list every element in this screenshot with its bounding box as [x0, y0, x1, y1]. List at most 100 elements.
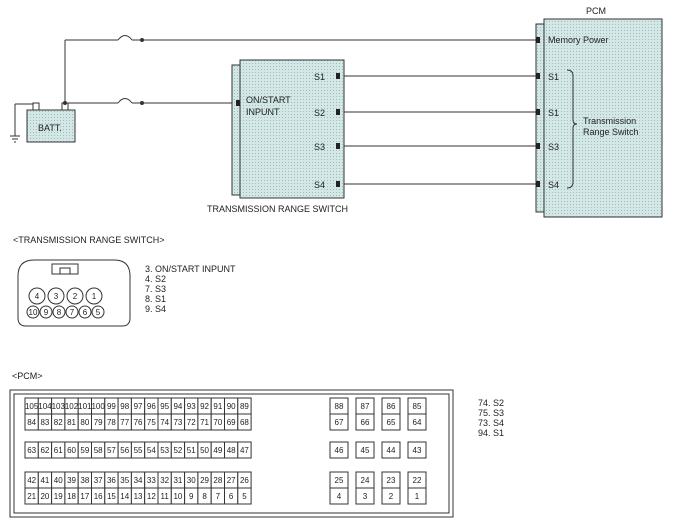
switch-pin-s4: S4 [314, 180, 325, 190]
pcm-pin-label: 91 [213, 402, 222, 411]
pcm-group-label-2: Range Switch [583, 127, 639, 137]
pcm-pin-label: 47 [240, 446, 249, 455]
pcm-pin-label: 38 [80, 476, 89, 485]
trs-pin-circle [28, 287, 46, 305]
pcm-pin-label: 68 [240, 418, 249, 427]
pcm-pin-label: 102 [65, 402, 79, 411]
trs-pin-label: 10 [29, 308, 38, 317]
pcm-pin-label: 10 [173, 492, 182, 501]
trs-pin-label: 7 [70, 308, 75, 317]
pcm-pin-label: 70 [213, 418, 222, 427]
pcm-pin-label: 41 [40, 476, 49, 485]
pcm-pin-label: 56 [120, 446, 129, 455]
trs-pin-circle [91, 305, 105, 319]
pcm-pin-cell [407, 413, 427, 431]
trs-pin-label: 2 [73, 292, 78, 301]
pcm-pin-label: 87 [361, 402, 370, 411]
pcm-pin-label: 80 [80, 418, 89, 427]
pcm-pin-label: 90 [227, 402, 236, 411]
pcm-pin-label: 8 [202, 492, 207, 501]
trs-pin-circle [26, 305, 40, 319]
pcm-pin-label: 92 [200, 402, 209, 411]
trs-pin-label: 9 [44, 308, 49, 317]
pcm-pin-label: 35 [120, 476, 129, 485]
pcm-pin-label: 60 [67, 446, 76, 455]
pcm-pin-cell [381, 487, 401, 505]
pcm-pin-label: 64 [413, 418, 422, 427]
pcm-pin-label: 22 [413, 476, 422, 485]
pcm-pin-label: 49 [213, 446, 222, 455]
pcm-pin-label: 40 [54, 476, 63, 485]
pcm-pin-cell [237, 441, 252, 459]
pcm-pin-label: 25 [335, 476, 344, 485]
pcm-pin-label: 50 [200, 446, 209, 455]
trs-pin-circle [47, 287, 65, 305]
pcm-pin-label: 65 [387, 418, 396, 427]
pcm-pin-label: 31 [173, 476, 182, 485]
pcm-pin-label: 79 [94, 418, 103, 427]
pcm-pin-label: 103 [52, 402, 66, 411]
pcm-pin-label: 100 [91, 402, 105, 411]
pcm-connector-legend: 74. S2 75. S3 73. S4 94. S1 [478, 398, 504, 438]
pcm-pin-label: 81 [67, 418, 76, 427]
pcm-pin-label: 71 [200, 418, 209, 427]
pcm-pin-memory-power: Memory Power [548, 35, 609, 45]
pcm-pin-label: 86 [387, 402, 396, 411]
trs-pin-label: 3 [54, 292, 59, 301]
pcm-connector-heading: <PCM> [12, 371, 43, 381]
pcm-pin-label: 53 [160, 446, 169, 455]
trs-pin-label: 1 [92, 292, 97, 301]
pcm-pin-label: 26 [240, 476, 249, 485]
pcm-pin-label: 43 [413, 446, 422, 455]
trs-connector-legend: 3. ON/START INPUNT 4. S2 7. S3 8. S1 9. … [145, 264, 236, 314]
pcm-pin-label: 28 [213, 476, 222, 485]
battery: BATT. [26, 102, 76, 143]
pcm-pin-label: 63 [27, 446, 36, 455]
pcm-pin-label: 46 [335, 446, 344, 455]
pcm-pin-cell [355, 441, 375, 459]
switch-pin-s3: S3 [314, 142, 325, 152]
pcm-pin-s1-a: S1 [548, 72, 559, 82]
pcm-pin-label: 74 [160, 418, 169, 427]
pcm-legend-item: 74. S2 [478, 398, 505, 408]
switch-title: TRANSMISSION RANGE SWITCH [207, 204, 348, 214]
pcm-pin-label: 16 [94, 492, 103, 501]
pcm-pin-label: 57 [107, 446, 116, 455]
pcm-pin-label: 82 [54, 418, 63, 427]
pcm-pin-cell [329, 413, 349, 431]
pcm-pin-label: 3 [363, 492, 368, 501]
pcm-pin-label: 69 [227, 418, 236, 427]
pcm-pin-label: 99 [107, 402, 116, 411]
pcm-pin-label: 62 [40, 446, 49, 455]
pcm-pin-label: 19 [54, 492, 63, 501]
trs-pin-label: 6 [83, 308, 88, 317]
pcm-pin-label: 34 [134, 476, 143, 485]
pcm-pin-label: 98 [120, 402, 129, 411]
pcm-pin-label: 24 [361, 476, 370, 485]
pcm-pin-label: 44 [387, 446, 396, 455]
pcm-pin-label: 95 [160, 402, 169, 411]
pcm-pin-label: 15 [107, 492, 116, 501]
trs-pin-circle [66, 287, 84, 305]
pcm-pin-label: 61 [54, 446, 63, 455]
trs-pin-circle [78, 305, 92, 319]
trs-legend-item: 3. ON/START INPUNT [145, 264, 236, 274]
pcm-pin-label: 5 [242, 492, 247, 501]
junction-dots [63, 38, 144, 105]
pcm-pin-label: 13 [134, 492, 143, 501]
pcm-pin-label: 12 [147, 492, 156, 501]
pcm-pin-label: 75 [147, 418, 156, 427]
pcm-pin-cell [381, 441, 401, 459]
pcm-box: PCM Memory Power S1 S1 S3 S4 Transmissio… [535, 6, 663, 218]
pcm-pin-label: 30 [187, 476, 196, 485]
wires [64, 35, 536, 185]
pcm-pin-label: 9 [189, 492, 194, 501]
trs-legend-item: 8. S1 [145, 294, 167, 304]
pcm-pin-label: 89 [240, 402, 249, 411]
pcm-pin-cell [237, 413, 252, 431]
pcm-pin-label: 23 [387, 476, 396, 485]
transmission-range-switch-box: ON/START INPUNT S1 S2 S3 S4 TRANSMISSION… [207, 59, 348, 214]
pcm-pin-label: 55 [134, 446, 143, 455]
switch-input-label-2: INPUNT [246, 107, 280, 117]
